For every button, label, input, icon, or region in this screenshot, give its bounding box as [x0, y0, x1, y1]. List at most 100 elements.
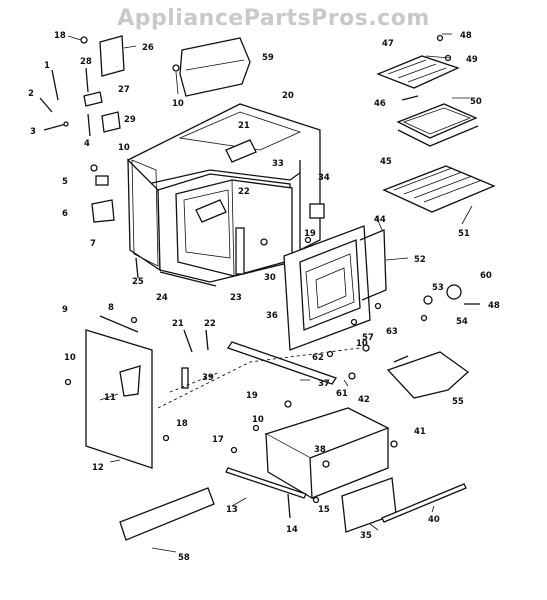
part-label: 63	[386, 327, 398, 337]
screw-10a	[90, 164, 98, 172]
side-panel-12	[85, 329, 153, 469]
part-label: 10	[118, 143, 130, 153]
part-label: 24	[156, 293, 168, 303]
screw-41	[390, 440, 398, 448]
guide-line	[157, 347, 361, 409]
part-label: 58	[178, 553, 190, 563]
guide-line	[169, 371, 221, 393]
part-labels: 18 26 1 28 27 2 3 4 29 10 5 6 7 59 10 20…	[28, 31, 500, 563]
screw-28	[85, 67, 89, 93]
part-label: 35	[360, 531, 372, 541]
screw-10e	[252, 424, 260, 432]
screw-1	[51, 69, 59, 101]
panel-11	[119, 365, 141, 397]
screw-10d	[362, 344, 370, 352]
part-label: 46	[374, 99, 386, 109]
part-label: 11	[104, 393, 116, 403]
rail-37	[226, 341, 338, 385]
element-23	[235, 227, 245, 275]
part-label: 1	[44, 61, 50, 71]
slide-13	[225, 467, 307, 499]
part-label: 10	[356, 339, 368, 349]
drip-pan-55	[386, 351, 470, 399]
bracket-26	[99, 35, 137, 77]
part-label: 10	[64, 353, 76, 363]
part-label: 10	[172, 99, 184, 109]
screw-8	[130, 316, 138, 324]
part-label: 26	[142, 43, 154, 53]
broiler-pan-50	[396, 103, 478, 139]
gasket-44	[359, 229, 387, 301]
part-label: 38	[314, 445, 326, 455]
rod-24	[159, 271, 217, 287]
cover-59	[179, 37, 251, 97]
part-label: 54	[456, 317, 468, 327]
part-label: 42	[358, 395, 370, 405]
part-label: 3	[30, 127, 36, 137]
part-label: 23	[230, 293, 242, 303]
screw-57	[350, 318, 358, 326]
screw-53	[423, 295, 433, 305]
knob-60	[446, 284, 462, 300]
part-label: 48	[460, 31, 472, 41]
part-label: 4	[84, 139, 90, 149]
part-label: 62	[312, 353, 324, 363]
plate-34	[309, 203, 325, 219]
clip-27	[83, 91, 103, 107]
part-label: 14	[286, 525, 298, 535]
screw-61	[348, 372, 356, 380]
panel-35	[341, 477, 397, 533]
part-label: 13	[226, 505, 238, 515]
left-side-panel-7	[131, 159, 159, 267]
part-label: 15	[318, 505, 330, 515]
part-label: 33	[272, 159, 284, 169]
part-label: 6	[62, 209, 68, 219]
part-label: 7	[90, 239, 96, 249]
screw-38	[322, 460, 330, 468]
part-label: 12	[92, 463, 104, 473]
screw-48a	[436, 34, 444, 42]
part-label: 22	[204, 319, 216, 329]
screw-30	[260, 238, 268, 246]
part-label: 27	[118, 85, 130, 95]
part-label: 52	[414, 255, 426, 265]
part-label: 19	[304, 229, 316, 239]
part-label: 18	[54, 31, 66, 41]
part-label: 10	[252, 415, 264, 425]
part-label: 25	[132, 277, 144, 287]
broiler-grid-45	[397, 125, 479, 147]
part-label: 41	[414, 427, 426, 437]
screw-2	[39, 97, 53, 113]
part-label: 37	[318, 379, 330, 389]
part-label: 51	[458, 229, 470, 239]
screw-54	[420, 314, 428, 322]
part-label: 9	[62, 305, 68, 315]
part-label: 44	[374, 215, 386, 225]
screw-63	[374, 302, 382, 310]
part-label: 50	[470, 97, 482, 107]
screw-3	[43, 121, 69, 131]
broil-element-47	[376, 55, 460, 89]
leader-lines	[99, 33, 473, 553]
part-label: 34	[318, 173, 330, 183]
bracket-21a	[225, 139, 257, 163]
part-label: 2	[28, 89, 34, 99]
hinge-21b	[183, 329, 193, 353]
part-label: 29	[124, 115, 136, 125]
oven-liner-33	[175, 179, 293, 277]
part-label: 21	[238, 121, 250, 131]
screw-46	[401, 95, 419, 101]
screw-9	[99, 315, 139, 333]
clip-5	[95, 175, 109, 186]
screw-17	[230, 446, 238, 454]
screw-4	[87, 113, 91, 137]
screw-19a	[304, 236, 312, 244]
baffle-22	[195, 199, 227, 223]
screw-14	[287, 493, 291, 519]
part-label: 57	[362, 333, 374, 343]
screw-10b	[172, 64, 180, 95]
door-frame-52	[283, 225, 371, 351]
part-label: 49	[466, 55, 478, 65]
screw-25	[135, 257, 139, 279]
